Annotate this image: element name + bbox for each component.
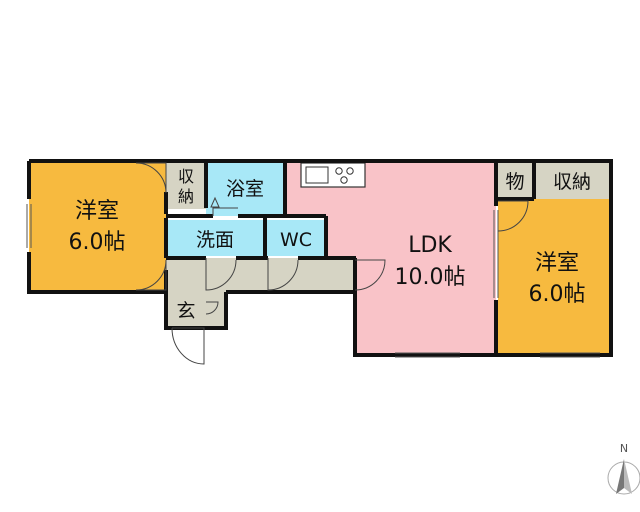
east-room-name: 洋室 — [535, 251, 579, 276]
door-swing-icon — [267, 258, 299, 291]
west-room-size: 6.0帖 — [69, 230, 126, 255]
door-swing-icon — [135, 259, 167, 291]
storage-small-label: 物 — [505, 171, 524, 193]
door-swing-icon — [171, 327, 205, 365]
washroom-label: 洗面 — [196, 229, 234, 251]
compass: N — [607, 442, 640, 495]
door-swing-icon — [354, 259, 386, 291]
entrance-label: 玄 — [176, 300, 195, 322]
door-swing-icon — [205, 301, 219, 315]
kitchen-counter — [300, 162, 366, 188]
north-arrow-icon — [616, 459, 624, 494]
stove-burner-icon — [340, 176, 348, 184]
compass-north-label: N — [620, 442, 628, 455]
door-swing-icon — [205, 258, 237, 291]
east-closet-label: 収納 — [553, 171, 591, 193]
corridor — [166, 258, 353, 290]
step-marker-icon — [210, 196, 220, 208]
west-closet-label-2: 納 — [178, 187, 194, 206]
west-closet — [166, 161, 206, 209]
stove-burner-icon — [335, 167, 343, 175]
east-room — [498, 199, 611, 355]
door-swing-icon — [135, 162, 167, 194]
bathroom-label: 浴室 — [226, 178, 264, 200]
door-swing-icon — [497, 200, 529, 232]
toilet-label: WC — [280, 229, 312, 251]
storage-small — [496, 161, 534, 199]
windows — [26, 204, 600, 358]
stove-burner-icon — [346, 167, 354, 175]
west-closet-label-1: 収 — [178, 167, 194, 186]
east-room-size: 6.0帖 — [529, 282, 586, 307]
ldk-room — [285, 161, 496, 355]
east-closet — [534, 161, 611, 199]
toilet — [267, 220, 324, 256]
west-room — [29, 161, 166, 290]
ldk-name: LDK — [408, 233, 452, 258]
doors — [135, 162, 529, 365]
west-room-name: 洋室 — [75, 199, 119, 224]
washroom — [166, 220, 265, 256]
ldk-size: 10.0帖 — [395, 265, 466, 290]
door-swing-icon — [212, 207, 238, 216]
